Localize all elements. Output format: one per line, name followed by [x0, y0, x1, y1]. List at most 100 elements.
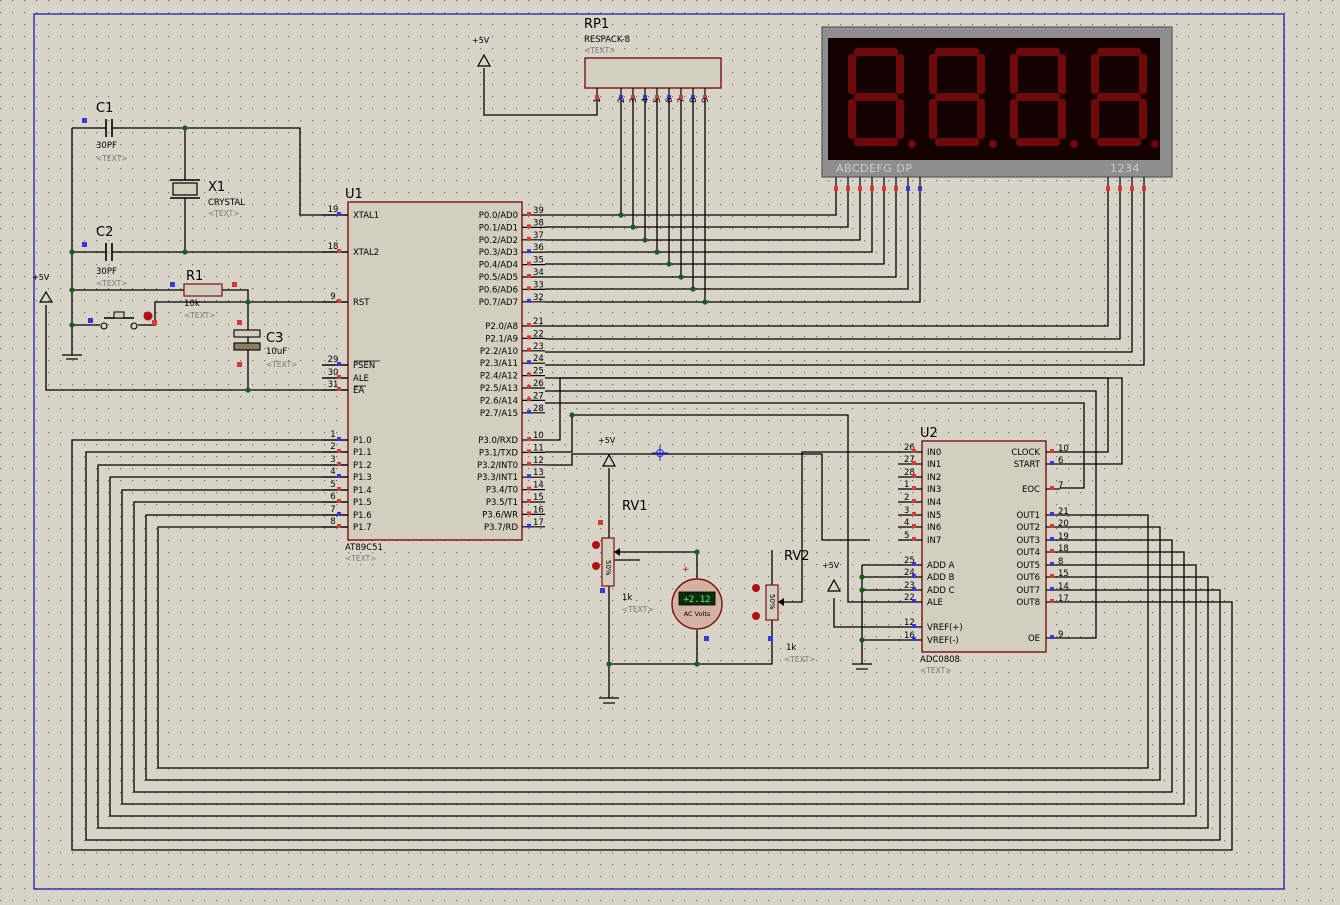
ac-voltmeter[interactable]: +2.12 AC Volts + [671, 565, 723, 641]
capacitor-c2[interactable]: C2 30PF <TEXT> [82, 225, 127, 288]
display-pin[interactable] [1142, 177, 1146, 192]
u1-pin-8[interactable]: 8P1.7 [322, 517, 372, 533]
display-pin[interactable] [1106, 177, 1110, 192]
rp1-pin-1[interactable]: 1 [593, 88, 603, 103]
seven-segment-display[interactable]: ABCDEFG DP 1234 [821, 26, 1173, 192]
display-pin[interactable] [906, 177, 910, 192]
u1-microcontroller[interactable]: U1 AT89C51 <TEXT> 19XTAL118XTAL29RST29PS… [322, 187, 545, 563]
display-pin[interactable] [834, 177, 838, 192]
rp1-pin-8[interactable]: 8 [689, 88, 699, 103]
crystal-x1[interactable]: X1 CRYSTAL <TEXT> [170, 179, 245, 218]
u1-pin-7[interactable]: 7P1.6 [322, 505, 372, 521]
display-pin[interactable] [882, 177, 886, 192]
u1-pin-2[interactable]: 2P1.1 [322, 442, 372, 458]
potentiometer-rv1[interactable]: 50% RV1 1k <TEXT> [592, 499, 653, 614]
display-pin[interactable] [894, 177, 898, 192]
u1-pin-1[interactable]: 1P1.0 [322, 430, 372, 446]
u1-pin-3[interactable]: 3P1.2 [322, 455, 372, 471]
display-pin[interactable] [1118, 177, 1122, 192]
rp1-pin-2[interactable]: 2 [617, 88, 627, 103]
display-pin[interactable] [858, 177, 862, 192]
resistor-r1[interactable]: R1 10k <TEXT> [170, 269, 237, 320]
rp1-pin-6[interactable]: 6 [665, 88, 675, 103]
rp1-pin-3[interactable]: 3 [629, 88, 639, 103]
u2-pin-9[interactable]: 9OE [1028, 630, 1063, 644]
display-pin[interactable] [1130, 177, 1134, 192]
rp1-pin-4[interactable]: 4 [641, 88, 651, 103]
u1-pin-4[interactable]: 4P1.3 [322, 467, 372, 483]
potentiometer-rv2[interactable]: 50% RV2 1k <TEXT> [752, 549, 815, 664]
u1-pin-5[interactable]: 5P1.4 [322, 480, 372, 496]
rp1-pin-5[interactable]: 5 [653, 88, 663, 103]
rp1-pin-7[interactable]: 7 [677, 88, 687, 103]
rp1-pin-9[interactable]: 9 [701, 88, 711, 103]
display-pin[interactable] [918, 177, 922, 192]
capacitor-c3[interactable]: C3 10uF <TEXT> [233, 320, 297, 369]
capacitor-c1[interactable]: C1 30PF <TEXT> [82, 101, 127, 163]
display-pin[interactable] [870, 177, 874, 192]
reset-button[interactable] [88, 311, 157, 330]
u1-pin-number: 4 [330, 467, 335, 477]
u1-pin-6[interactable]: 6P1.5 [322, 492, 372, 508]
display-pin[interactable] [846, 177, 850, 192]
